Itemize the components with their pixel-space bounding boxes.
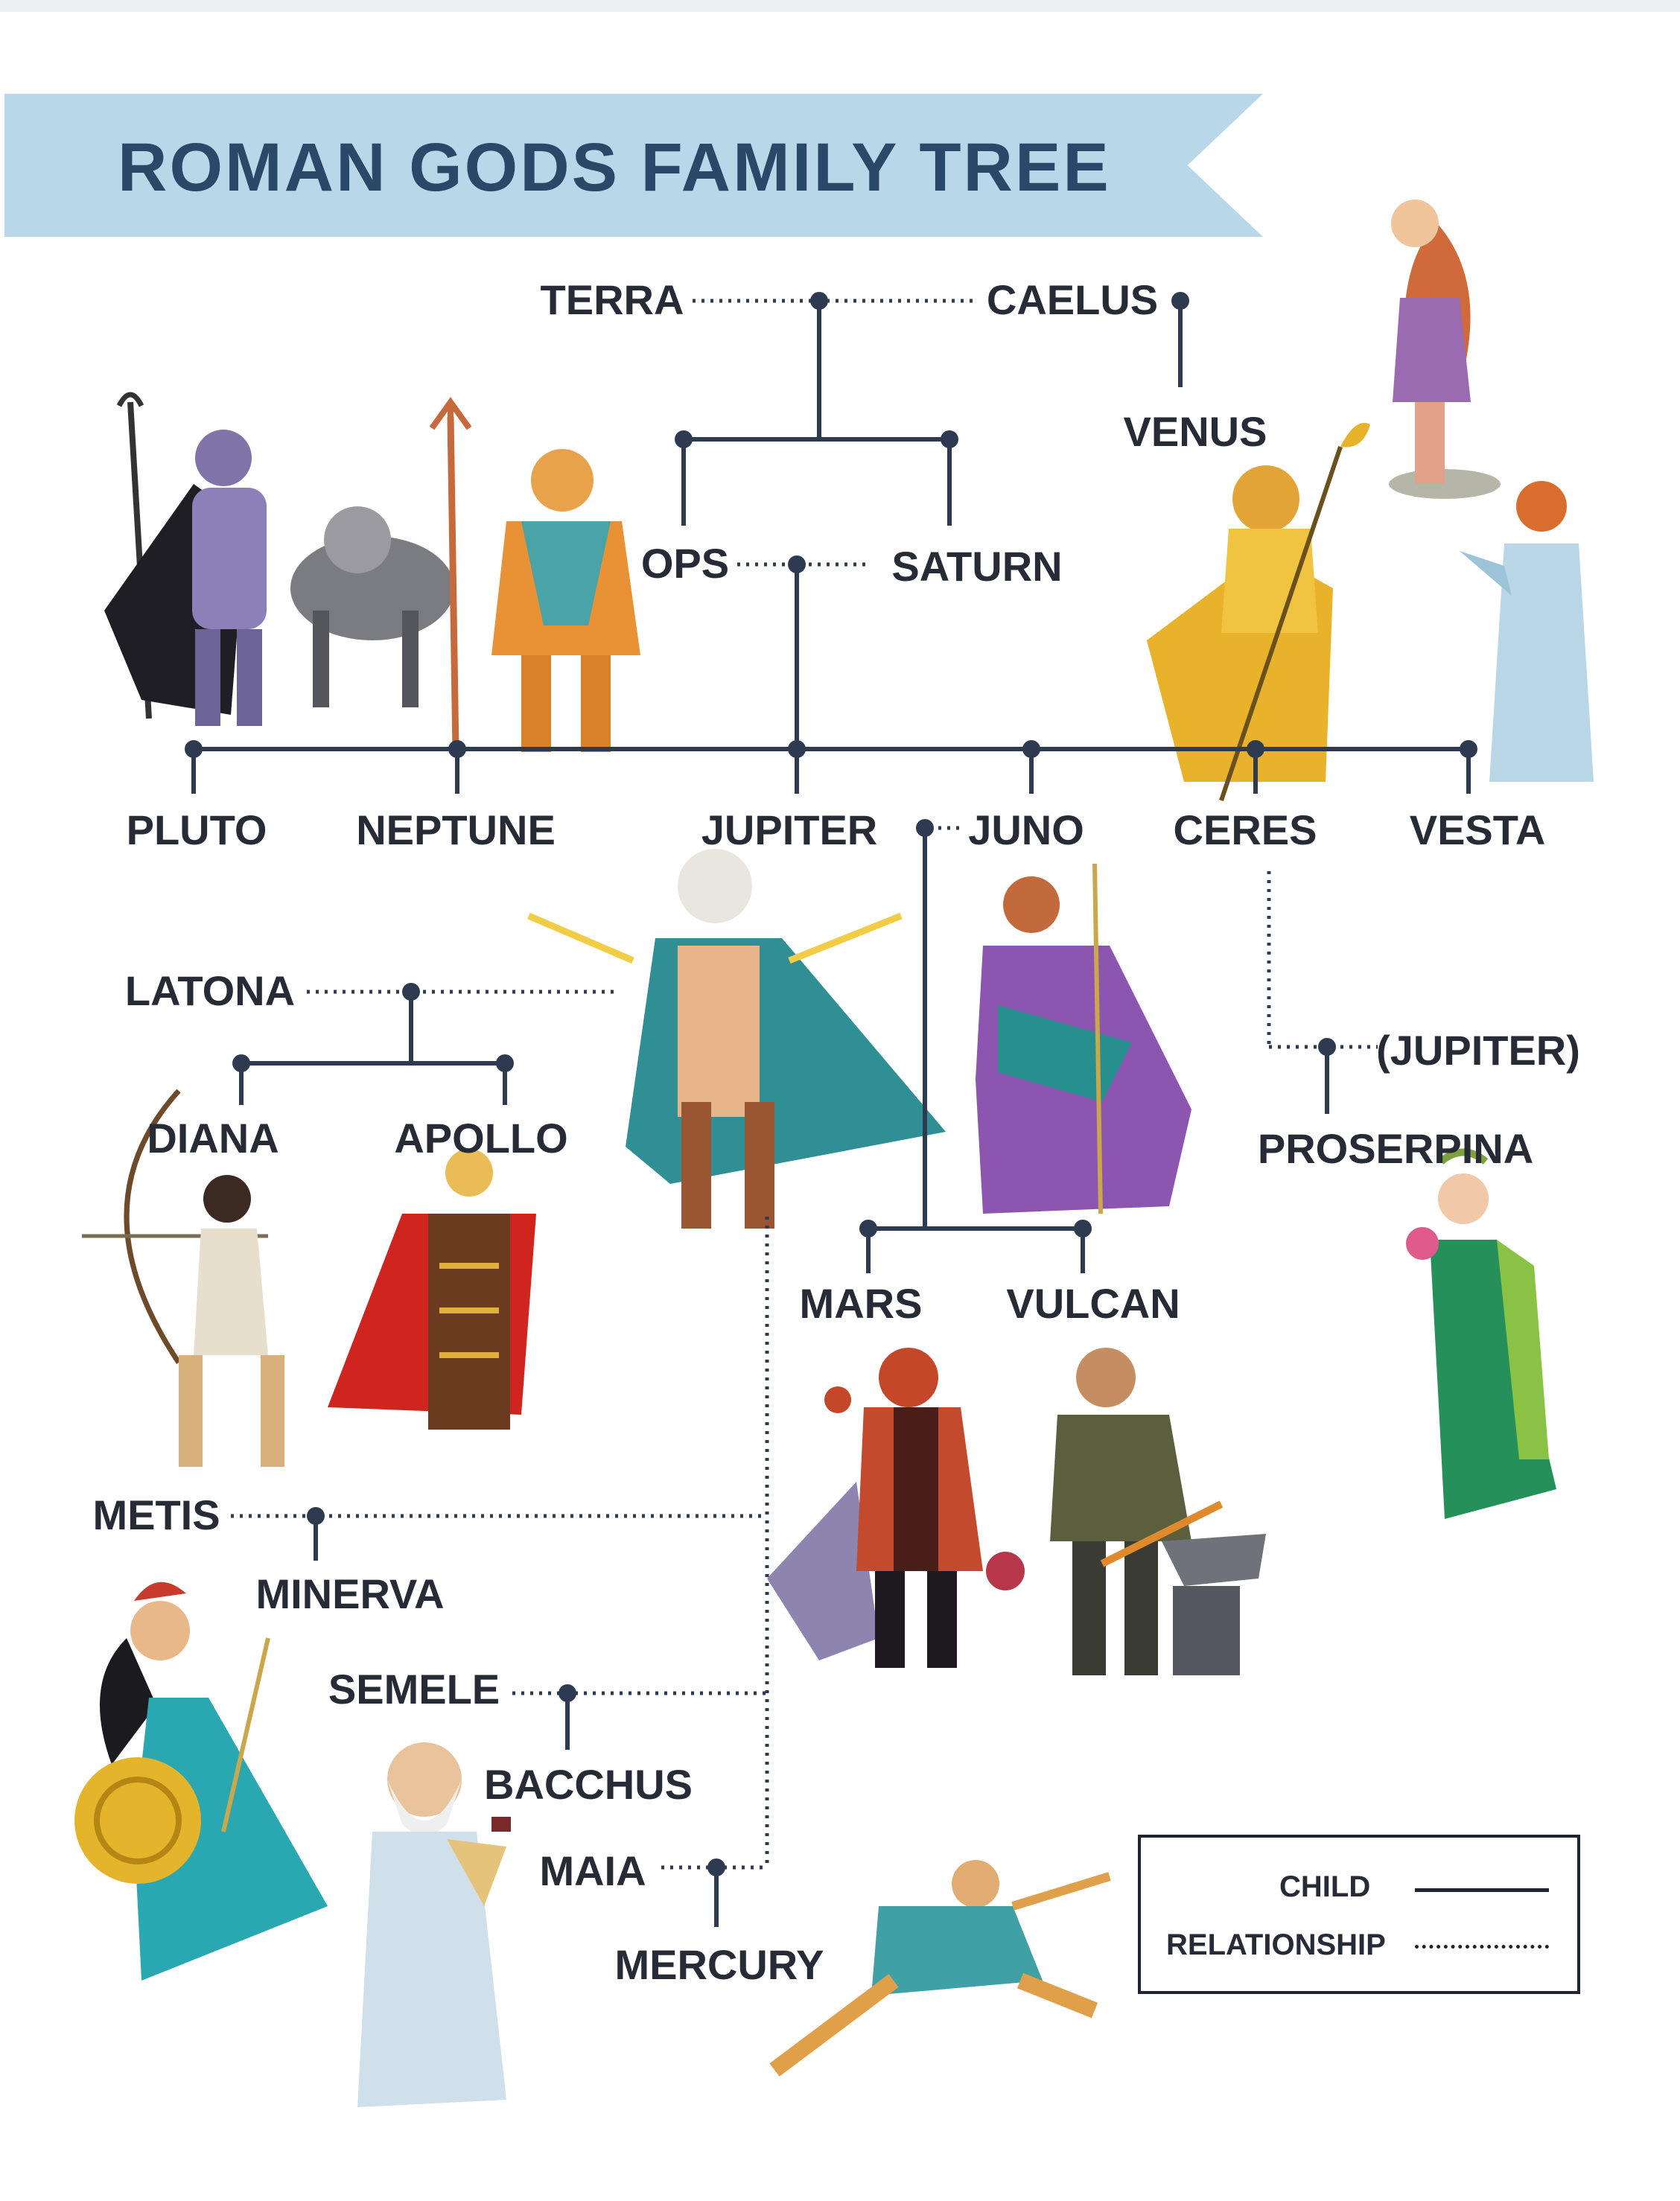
name-jupiter: JUPITER [701,806,878,853]
junction-dot [559,1684,576,1702]
name-jupiter-alt: (JUPITER) [1376,1027,1580,1074]
ceres-figure [1147,423,1370,801]
jupiter-figure [527,849,946,1229]
junction-dot [1460,740,1477,758]
top-strip [0,0,1680,12]
legend-child-label: CHILD [1279,1870,1371,1903]
name-ceres: CERES [1173,806,1317,853]
junction-dot [1247,740,1264,758]
junction-dot [810,292,828,310]
junction-dot [232,1054,250,1072]
junction-dot [916,819,934,837]
connector-lines [185,292,1477,1927]
name-metis: METIS [92,1491,220,1538]
neptune-figure [429,397,640,753]
name-mercury: MERCURY [614,1941,824,1988]
legend-child-line [1415,1888,1549,1892]
apollo-figure [328,1149,536,1430]
legend-relationship-line [1415,1945,1549,1949]
name-mars: MARS [799,1280,923,1327]
name-pluto: PLUTO [126,806,267,853]
pluto-figure [104,392,454,726]
junction-dot [941,430,958,448]
name-terra: TERRA [540,276,684,323]
legend: CHILD RELATIONSHIP [1138,1835,1580,1994]
name-vesta: VESTA [1409,806,1546,853]
name-apollo: APOLLO [394,1115,568,1162]
name-proserpina: PROSERPINA [1257,1125,1534,1172]
name-semele: SEMELE [328,1666,500,1713]
mars-figure [767,1348,1025,1668]
name-ops: OPS [640,540,730,587]
juno-figure [976,863,1191,1214]
junction-dot [1171,292,1189,310]
junction-dot [185,740,203,758]
proserpina-figure [1406,1148,1556,1519]
mercury-figure [769,1860,1111,2077]
junction-dot [788,555,806,573]
venus-figure [1389,200,1501,499]
junction-dot [307,1507,325,1525]
bacchus-figure [357,1742,511,2107]
title-banner [4,94,1263,237]
name-caelus: CAELUS [986,276,1159,323]
junction-dot [1318,1038,1336,1056]
minerva-figure [74,1582,328,1981]
name-juno: JUNO [968,806,1084,853]
legend-relationship-label: RELATIONSHIP [1166,1928,1386,1961]
junction-dot [1022,740,1040,758]
diana-figure [82,1089,284,1467]
junction-dot [707,1858,725,1876]
name-maia: MAIA [539,1847,646,1894]
name-saturn: SATURN [891,543,1063,590]
junction-dot [496,1054,514,1072]
junction-dot [402,983,420,1001]
name-diana: DIANA [147,1115,279,1162]
vesta-figure [1460,481,1594,782]
page-title: ROMAN GODS FAMILY TREE [118,130,1111,206]
junction-dot [675,430,693,448]
junction-dot [859,1220,877,1238]
name-neptune: NEPTUNE [356,806,556,853]
junction-dot [788,740,806,758]
vulcan-figure [1050,1348,1266,1675]
name-vulcan: VULCAN [1006,1280,1180,1327]
name-venus: VENUS [1123,408,1267,455]
name-latona: LATONA [124,967,296,1014]
name-bacchus: BACCHUS [484,1761,693,1808]
junction-dot [1074,1220,1092,1238]
name-minerva: MINERVA [255,1570,445,1617]
junction-dot [448,740,466,758]
